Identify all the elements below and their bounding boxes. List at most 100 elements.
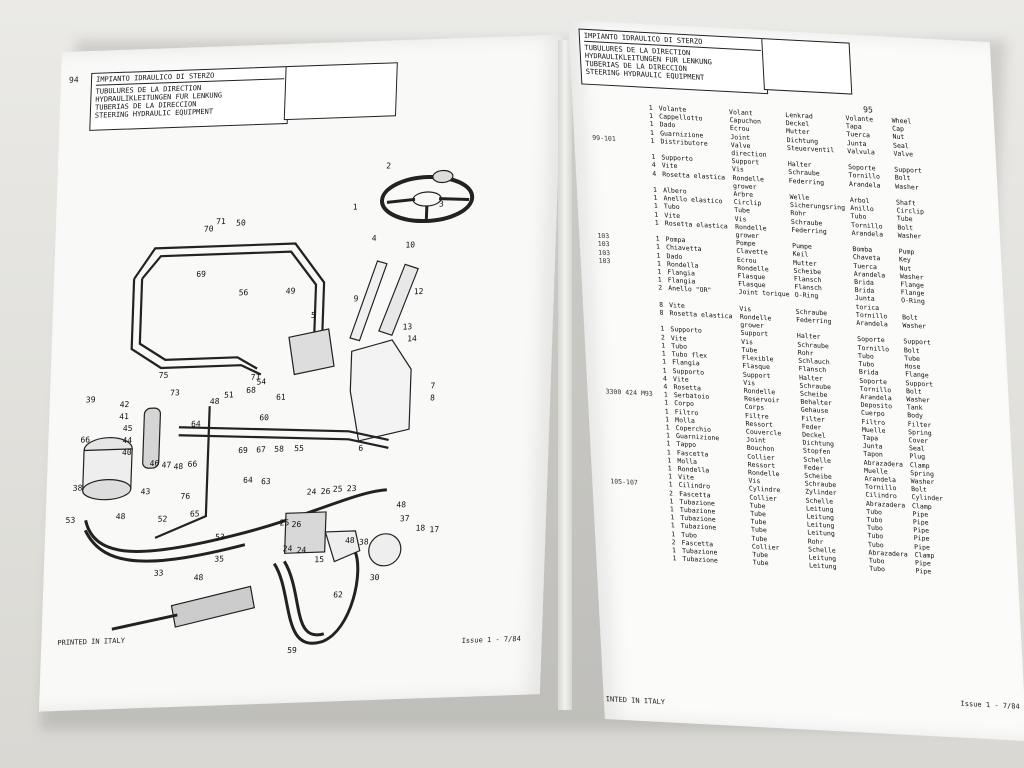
part-qty: 2 [658,284,663,293]
callout-53b: 53 [215,532,225,541]
right-footer-issue: Issue 1 - 7/84 [960,699,1020,711]
right-footer-printed: INTED IN ITALY [605,695,666,707]
callout-25: 26 [321,487,331,496]
callout-61: 62 [333,590,343,599]
callout-23: 24 [307,487,317,496]
callout-64: 64 [243,476,253,485]
callout-32: 38 [73,483,83,492]
callout-30: 35 [214,554,224,563]
callout-65: 65 [190,509,200,518]
callout-24b: 25 [279,518,289,527]
callout-75: 75 [159,371,169,380]
callout-24: 25 [333,484,343,493]
callout-46: 48 [345,536,355,545]
steering-wheel-drawing [379,174,475,224]
part-name-en: Pipe [915,567,932,576]
steering-exploded-diagram: 2 1 3 4 10 9 12 13 14 5 6 7 8 70 71 50 6… [65,161,475,655]
callout-56: 56 [239,288,249,297]
callout-63: 63 [261,477,271,486]
callout-72: 71 [216,217,226,226]
callout-60: 61 [276,393,286,402]
callout-53: 53 [65,516,75,525]
callout-47b: 48 [396,500,406,509]
callout-21: 23 [347,484,357,493]
callout-73: 73 [170,388,180,397]
callout-59: 60 [259,413,269,422]
callout-45: 48 [173,462,183,471]
right-empty-box [761,38,853,95]
callout-42: 43 [140,487,150,496]
part-name-de: Leitung [808,561,837,571]
part-name-es: Tubo [869,564,886,574]
callout-25b: 26 [291,520,301,529]
left-empty-box [283,62,398,121]
callout-14: 14 [407,334,417,343]
part-qty: 8 [659,308,664,317]
part-qty: 1 [650,136,655,145]
callout-37: 40 [122,448,132,457]
right-title-box: IMPIANTO IDRAULICO DI STERZO TUBULURES D… [578,28,769,95]
callout-76: 76 [180,492,190,501]
callout-1: 1 [353,202,358,211]
callout-49: 49 [286,286,296,295]
callout-51: 51 [224,390,234,399]
callout-69: 69 [238,446,248,455]
callout-38: 41 [119,412,129,421]
callout-22: 24 [283,544,293,553]
callout-41: 45 [123,424,133,433]
callout-5: 5 [311,311,316,320]
callout-46b: 48 [194,573,204,582]
callout-3: 3 [439,199,444,208]
callout-6: 6 [358,444,363,453]
callout-7: 7 [430,381,435,390]
book-gutter [558,40,572,710]
callout-66b: 66 [187,460,197,469]
callout-12: 12 [414,287,424,296]
left-title-box: IMPIANTO IDRAULICO DI STERZO TUBULURES D… [89,66,290,131]
callout-17: 17 [429,525,439,534]
callout-54: 54 [256,377,266,386]
part-ref [614,551,667,562]
callout-23b: 24 [297,546,307,555]
callout-31: 37 [400,514,410,523]
part-qty: 4 [652,169,657,178]
callout-13: 13 [402,322,412,331]
left-page-number: 94 [68,75,79,85]
callout-67: 67 [256,445,266,454]
callout-50: 50 [236,218,246,227]
right-page-number: 95 [862,105,874,115]
callout-15: 15 [314,555,324,564]
callout-33: 38 [359,537,369,546]
callout-57: 58 [274,445,284,454]
part-qty: 1 [672,554,677,563]
callout-35: 39 [86,395,96,404]
callout-72b: 71 [251,372,261,381]
callout-4: 4 [372,234,377,243]
left-page: 94 IMPIANTO IDRAULICO DI STERZO TUBULURE… [38,34,563,712]
callout-52: 52 [158,514,168,523]
callout-26: 30 [370,573,380,582]
callout-39: 42 [120,400,130,409]
callout-71: 70 [204,224,214,233]
callout-43: 46 [149,459,159,468]
right-page: IMPIANTO IDRAULICO DI STERZO TUBULURES D… [568,20,1024,742]
callout-10: 10 [405,240,415,249]
callout-2: 2 [386,161,391,170]
callout-9: 9 [353,294,358,303]
callout-44: 47 [161,460,171,469]
callout-58: 59 [287,646,297,655]
callout-47: 48 [116,512,126,521]
callout-55: 55 [294,444,304,453]
part-name-fr: Tube [752,558,769,568]
callout-70: 69 [196,270,206,279]
callout-68: 68 [246,386,256,395]
callout-8: 8 [430,393,435,402]
callout-18: 18 [415,523,425,532]
callout-62: 64 [191,419,201,428]
callout-48: 48 [210,397,220,406]
callout-29: 33 [154,569,164,578]
part-qty: 1 [654,218,659,227]
callout-40: 44 [122,436,132,445]
callout-66: 66 [80,435,90,444]
